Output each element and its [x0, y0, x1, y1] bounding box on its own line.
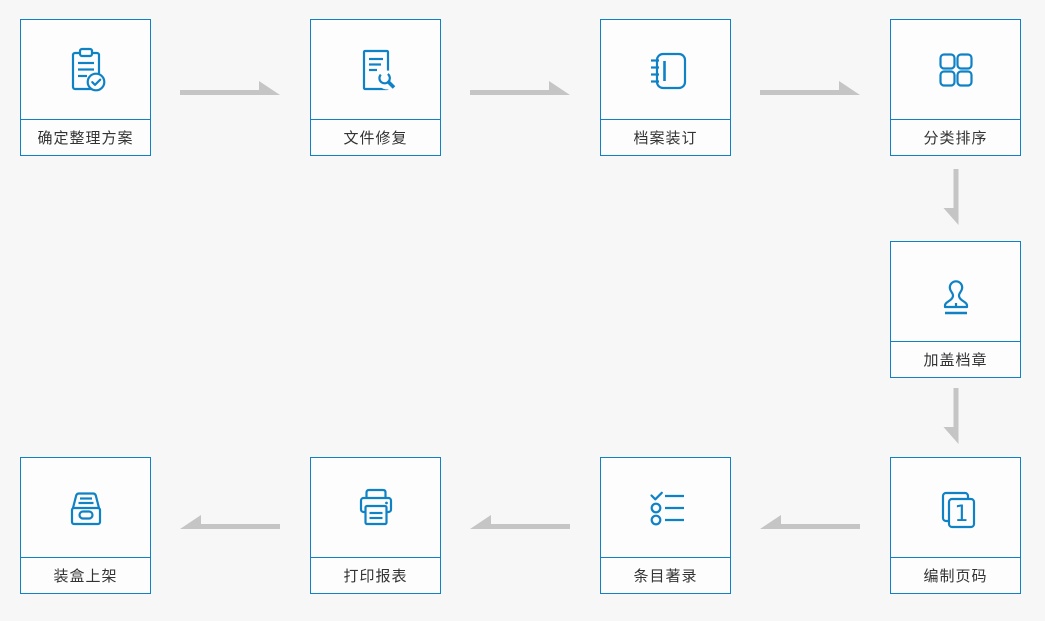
step-label-area: 编制页码 — [891, 558, 1020, 593]
step-label: 编制页码 — [923, 568, 988, 585]
step-numbering: 1 编制页码 — [890, 457, 1021, 594]
step-label: 确定整理方案 — [37, 130, 134, 147]
step-label-area: 装盒上架 — [21, 558, 150, 593]
archive-box-icon — [21, 458, 150, 558]
page-number-digit: 1 — [954, 502, 968, 527]
step-label-area: 档案装订 — [601, 120, 730, 155]
flow-arrow-left — [180, 512, 280, 532]
step-label: 装盒上架 — [53, 568, 118, 585]
flow-arrow-right — [180, 78, 280, 98]
step-printing: 打印报表 — [310, 457, 441, 594]
step-plan: 确定整理方案 — [20, 19, 151, 156]
flow-arrow-right — [470, 78, 570, 98]
step-label: 分类排序 — [923, 130, 988, 147]
step-label: 档案装订 — [633, 130, 698, 147]
step-label: 文件修复 — [343, 130, 408, 147]
flow-arrow-down — [941, 169, 961, 225]
step-label-area: 加盖档章 — [891, 342, 1020, 377]
stamp-icon — [891, 242, 1020, 342]
step-sorting: 分类排序 — [890, 19, 1021, 156]
step-shelving: 装盒上架 — [20, 457, 151, 594]
notebook-binding-icon — [601, 20, 730, 120]
clipboard-check-icon — [21, 20, 150, 120]
step-label-area: 打印报表 — [311, 558, 440, 593]
step-label-area: 分类排序 — [891, 120, 1020, 155]
step-label-area: 文件修复 — [311, 120, 440, 155]
step-repair: 文件修复 — [310, 19, 441, 156]
numbered-pages-icon: 1 — [891, 458, 1020, 558]
flow-arrow-left — [470, 512, 570, 532]
step-label-area: 条目著录 — [601, 558, 730, 593]
step-label: 加盖档章 — [923, 352, 988, 369]
flow-arrow-right — [760, 78, 860, 98]
grid-sort-icon — [891, 20, 1020, 120]
printer-icon — [311, 458, 440, 558]
step-label-area: 确定整理方案 — [21, 120, 150, 155]
document-wrench-icon — [311, 20, 440, 120]
step-label: 条目著录 — [633, 568, 698, 585]
flow-arrow-left — [760, 512, 860, 532]
step-cataloging: 条目著录 — [600, 457, 731, 594]
step-binding: 档案装订 — [600, 19, 731, 156]
step-stamping: 加盖档章 — [890, 241, 1021, 378]
step-label: 打印报表 — [343, 568, 408, 585]
flow-arrow-down — [941, 388, 961, 444]
checklist-icon — [601, 458, 730, 558]
